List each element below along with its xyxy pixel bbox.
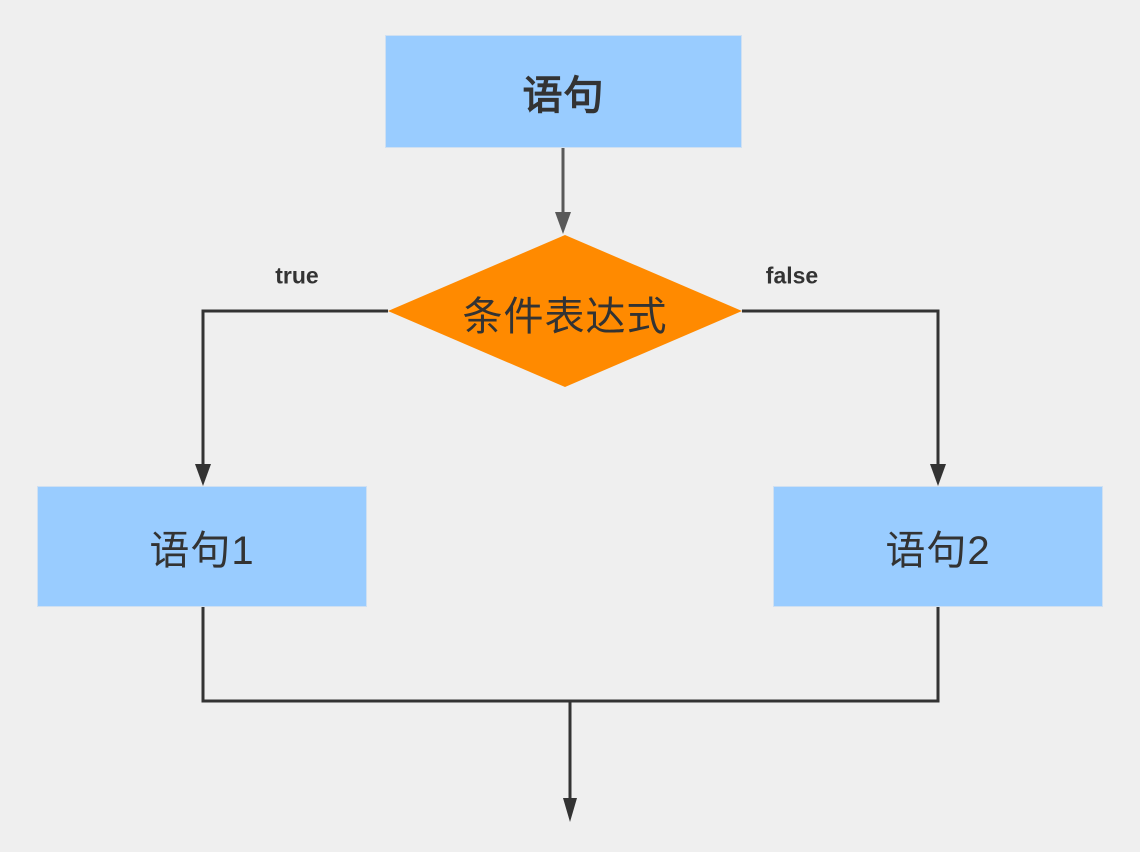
arrowhead-statement-to-condition (555, 212, 571, 234)
arrowhead-false-branch (930, 464, 946, 486)
edge-false-branch (742, 309, 940, 466)
node-statement-false: 语句2 (773, 486, 1103, 607)
edge-true-branch (201, 309, 388, 466)
edge-label-true: true (275, 262, 319, 289)
node-statement-true: 语句1 (37, 486, 367, 607)
arrowhead-true-branch (195, 464, 211, 486)
node-condition-label: 条件表达式 (462, 295, 668, 339)
arrowhead-exit (563, 798, 577, 822)
node-statement-top: 语句 (385, 35, 742, 148)
edge-label-false: false (765, 262, 819, 289)
edge-merge (201, 607, 940, 703)
condition-diamond-shape (388, 235, 742, 387)
